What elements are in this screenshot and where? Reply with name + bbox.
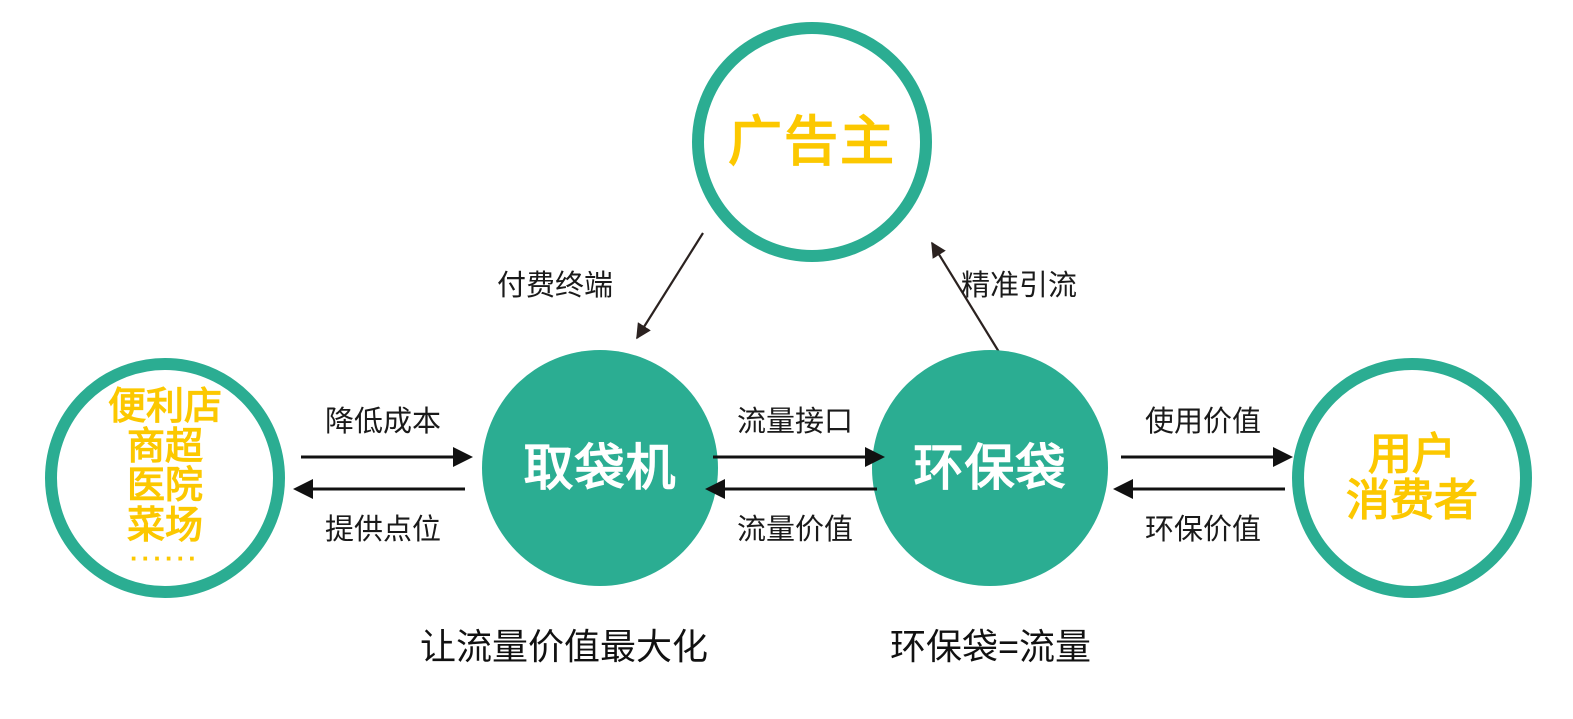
flow-venues-machine-arrows xyxy=(293,447,473,499)
node-venues-line-3: 医院 xyxy=(126,465,203,508)
flow-venues-machine-forward-label: 降低成本 xyxy=(324,406,441,438)
caption-bag: 环保袋=流量 xyxy=(890,626,1092,667)
flow-bag-user-forward-label: 使用价值 xyxy=(1144,406,1261,438)
node-venues-line-4: 菜场 xyxy=(126,504,203,547)
flow-bag-to-advertiser-label: 精准引流 xyxy=(961,270,1078,302)
node-eco-bag[interactable]: 环保袋 xyxy=(872,350,1108,586)
flow-machine-bag-backward-label: 流量价值 xyxy=(736,514,853,546)
arrow-advertiser-to-machine xyxy=(636,232,704,340)
node-venues-line-1: 便利店 xyxy=(107,386,222,429)
flow-venues-machine: 降低成本 提供点位 xyxy=(293,398,473,548)
node-advertiser-label: 广告主 xyxy=(728,111,896,172)
node-advertiser[interactable]: 广告主 xyxy=(692,22,932,262)
node-user-consumer[interactable]: 用户 消费者 xyxy=(1292,358,1532,598)
caption-machine: 让流量价值最大化 xyxy=(420,626,709,667)
node-bag-dispenser-machine[interactable]: 取袋机 xyxy=(482,350,718,586)
node-bag-label: 环保袋 xyxy=(913,440,1067,496)
flow-machine-bag-forward-label: 流量接口 xyxy=(736,406,853,438)
flow-venues-machine-backward-label: 提供点位 xyxy=(324,514,441,546)
node-venues[interactable]: 便利店 商超 医院 菜场 ······ xyxy=(45,358,285,598)
flow-bag-user-backward-label: 环保价值 xyxy=(1144,514,1261,546)
flow-bag-user: 使用价值 环保价值 xyxy=(1113,398,1293,548)
node-machine-label: 取袋机 xyxy=(523,440,677,496)
flow-machine-bag-arrows xyxy=(705,447,885,499)
arrow-bag-to-advertiser xyxy=(931,241,1000,353)
node-user-line-1: 用户 xyxy=(1368,430,1456,480)
node-venues-ellipsis: ······ xyxy=(130,543,200,574)
flow-advertiser-to-machine-label: 付费终端 xyxy=(497,270,614,302)
flow-bag-user-arrows xyxy=(1113,447,1293,499)
flow-machine-bag: 流量接口 流量价值 xyxy=(705,398,885,548)
node-user-line-2: 消费者 xyxy=(1346,476,1478,525)
node-venues-line-2: 商超 xyxy=(126,425,203,468)
